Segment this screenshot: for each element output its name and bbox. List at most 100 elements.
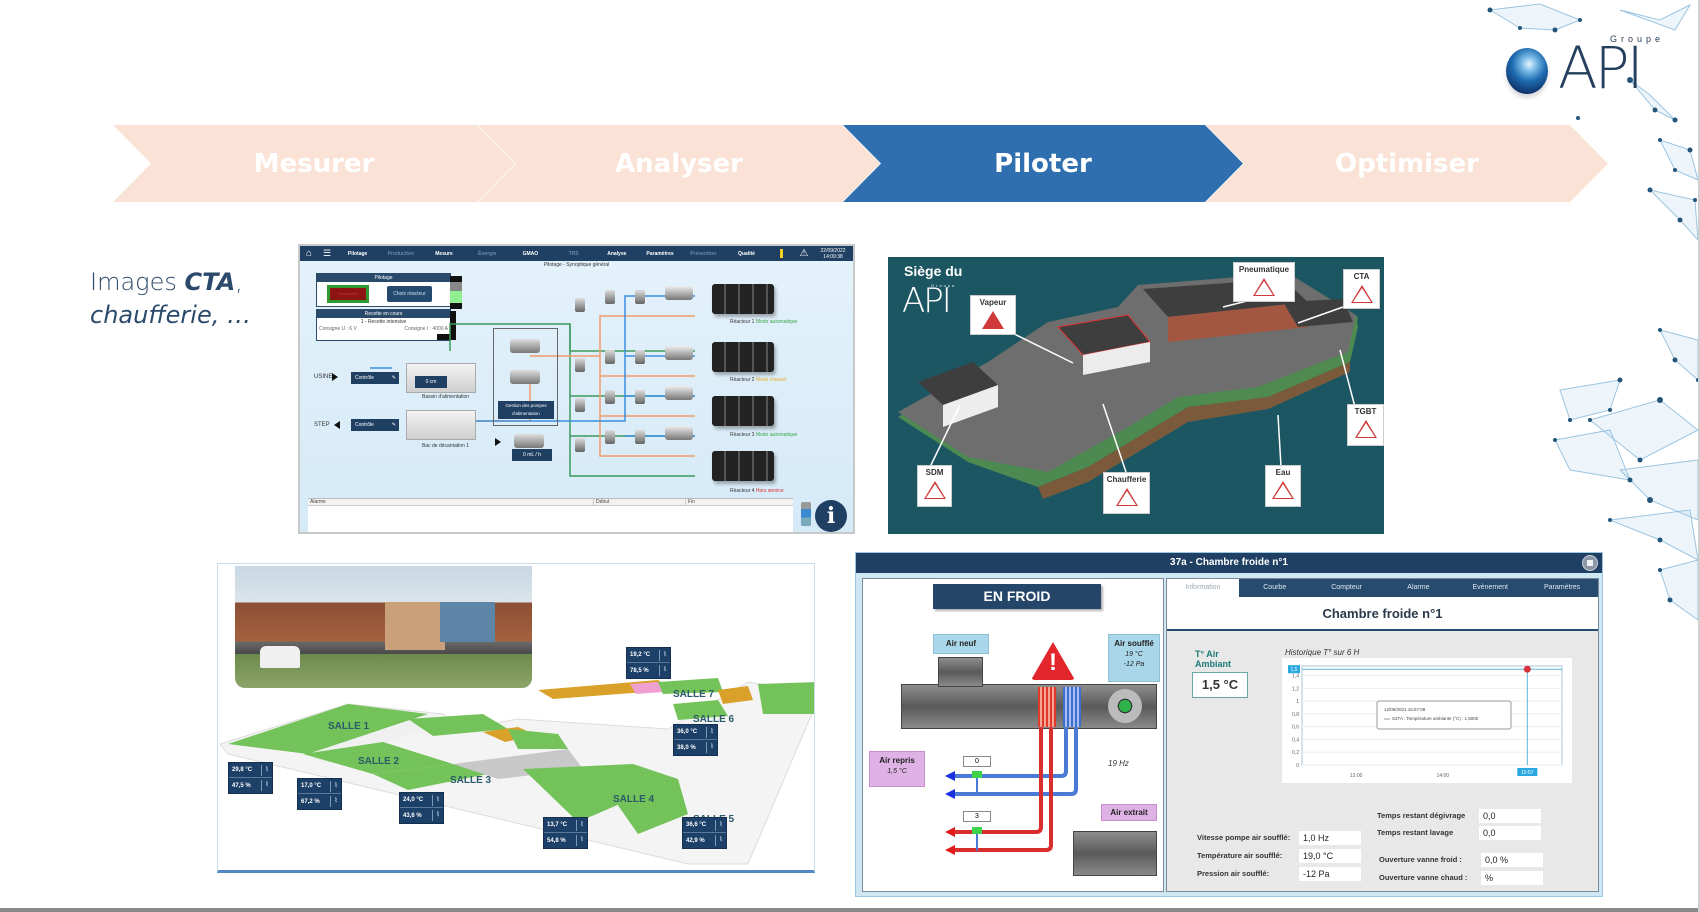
tab-parametres[interactable]: Paramètres: [1543, 584, 1581, 591]
valve-icon[interactable]: [575, 298, 585, 312]
pump-group-button[interactable]: Gestion des pompes d'alimentation: [498, 401, 554, 419]
y-tick-label: 0,2: [1292, 750, 1299, 756]
building-photo: [235, 566, 532, 688]
valve-icon[interactable]: [605, 430, 615, 444]
valve-icon[interactable]: [605, 290, 615, 304]
zone-pneumatique[interactable]: Pneumatique: [1233, 262, 1295, 302]
sensor-temp-row: 29,8 °C⌇: [229, 763, 272, 778]
sensor-humidity: 54,8 %: [547, 837, 566, 844]
valve-icon[interactable]: [575, 438, 585, 452]
nav-item[interactable]: Qualité: [737, 250, 755, 257]
pump-icon: [665, 346, 693, 360]
control-step-button[interactable]: Contrôle✎: [351, 419, 399, 431]
trend-chart-icon[interactable]: ⌇: [330, 796, 341, 807]
logo-groupe-text: Groupe: [1610, 34, 1665, 44]
sensor-temperature: 19,2 °C: [630, 652, 651, 658]
zone-label: Eau: [1275, 468, 1291, 477]
chart-tool-icon[interactable]: [801, 502, 811, 526]
process-step-label: Mesurer: [253, 148, 375, 179]
alarm-active-icon: [982, 311, 1004, 329]
zone-sdm[interactable]: SDM: [917, 465, 952, 507]
nav-item[interactable]: Prévention: [690, 250, 717, 257]
trend-chart-icon[interactable]: ⌇: [261, 764, 272, 776]
sensor-humidity: 38,0 %: [677, 744, 696, 751]
bottom-border: [0, 908, 1700, 912]
mode-badge: EN FROID: [933, 584, 1101, 609]
tab-courbe[interactable]: Courbe: [1263, 584, 1287, 591]
trend-chart-icon[interactable]: ⌇: [432, 810, 443, 821]
nav-item[interactable]: Mesure: [435, 250, 453, 257]
nav-item[interactable]: Énergie: [478, 250, 497, 257]
trend-chart-icon[interactable]: ⌇: [715, 835, 726, 846]
stop-button[interactable]: Paramètres: [327, 285, 369, 303]
param-label: Température air soufflé:: [1197, 851, 1283, 860]
nav-item[interactable]: TRS: [568, 250, 579, 257]
trend-chart-icon[interactable]: ⌇: [576, 835, 587, 846]
zone-chaufferie[interactable]: Chaufferie: [1103, 472, 1150, 514]
trend-chart-icon[interactable]: ⌇: [330, 780, 341, 792]
choose-reactor-button[interactable]: Choix réacteur: [387, 286, 432, 302]
pilotage-panel: Pilotage Paramètres Choix réacteur: [316, 273, 451, 307]
zone-eau[interactable]: Eau: [1265, 465, 1301, 507]
sensor-humidity: 78,5 %: [630, 667, 649, 674]
trend-chart-icon[interactable]: ⌇: [715, 819, 726, 831]
tab-alarme[interactable]: Alarme: [1407, 584, 1430, 591]
caption-bold: CTA: [184, 268, 236, 296]
alarm-col-header[interactable]: Alarme: [310, 499, 326, 505]
valve-icon[interactable]: [605, 390, 615, 404]
home-icon[interactable]: ⌂: [305, 248, 313, 259]
trend-chart-icon[interactable]: ⌇: [659, 649, 670, 661]
zone-tgbt[interactable]: TGBT: [1347, 404, 1384, 446]
nav-item[interactable]: Pilotage: [347, 250, 368, 257]
trend-chart-icon[interactable]: ⌇: [706, 742, 717, 753]
valve-icon[interactable]: [635, 290, 645, 304]
reactor-2[interactable]: [712, 342, 774, 372]
room-label: SALLE 3: [450, 775, 492, 786]
trend-chart-icon[interactable]: ⌇: [261, 780, 272, 791]
valve-icon[interactable]: [605, 350, 615, 364]
alarm-inactive-icon: [1272, 481, 1294, 499]
reactor-1[interactable]: [712, 284, 774, 314]
stop-button-label: Paramètres: [337, 291, 359, 296]
zone-label: Chaufferie: [1106, 475, 1147, 484]
info-button[interactable]: i: [815, 500, 847, 532]
tooltip-box: [1376, 700, 1512, 730]
zone-vapeur[interactable]: Vapeur: [970, 295, 1016, 335]
control-label: Contrôle: [355, 375, 374, 381]
tab-evenement[interactable]: Evènement: [1472, 584, 1508, 591]
valve-icon[interactable]: [575, 398, 585, 412]
alarm-col-header[interactable]: Début: [593, 499, 685, 505]
trend-chart-icon[interactable]: ⌇: [576, 819, 587, 831]
menu-icon[interactable]: ☰: [322, 248, 332, 258]
reactor-4[interactable]: [712, 451, 774, 481]
zone-cta[interactable]: CTA: [1343, 269, 1380, 309]
alarm-col-header[interactable]: Fin: [685, 499, 793, 505]
trend-chart-icon[interactable]: ⌇: [432, 794, 443, 806]
valve-icon[interactable]: [575, 358, 585, 372]
right-border: [1698, 0, 1700, 912]
alert-icon[interactable]: ⚠: [799, 248, 809, 259]
reactor-3[interactable]: [712, 396, 774, 426]
tab-information[interactable]: Information: [1167, 579, 1239, 597]
trend-chart-icon[interactable]: ⌇: [659, 665, 670, 676]
nav-item[interactable]: GMAO: [522, 250, 539, 257]
nav-item[interactable]: Paramètres: [646, 250, 674, 257]
nav-item[interactable]: Production: [387, 250, 414, 257]
close-icon[interactable]: [1582, 555, 1598, 571]
extract-fan-unit: [1073, 831, 1157, 876]
control-usine-button[interactable]: Contrôle✎: [351, 372, 399, 384]
nav-item[interactable]: Analyse: [607, 250, 627, 257]
valve-icon[interactable]: [635, 430, 645, 444]
y-tick-label: 0: [1296, 763, 1299, 769]
valve-icon[interactable]: [635, 350, 645, 364]
arrow-left-icon: [334, 421, 340, 429]
sensor-box: 29,8 °C⌇47,5 %⌇: [228, 762, 273, 794]
trend-chart-icon[interactable]: ⌇: [706, 726, 717, 738]
tab-compteur[interactable]: Compteur: [1331, 584, 1362, 591]
valve-icon[interactable]: [635, 390, 645, 404]
reactor-3-label: Réacteur 3 Mode automatique: [730, 432, 797, 438]
